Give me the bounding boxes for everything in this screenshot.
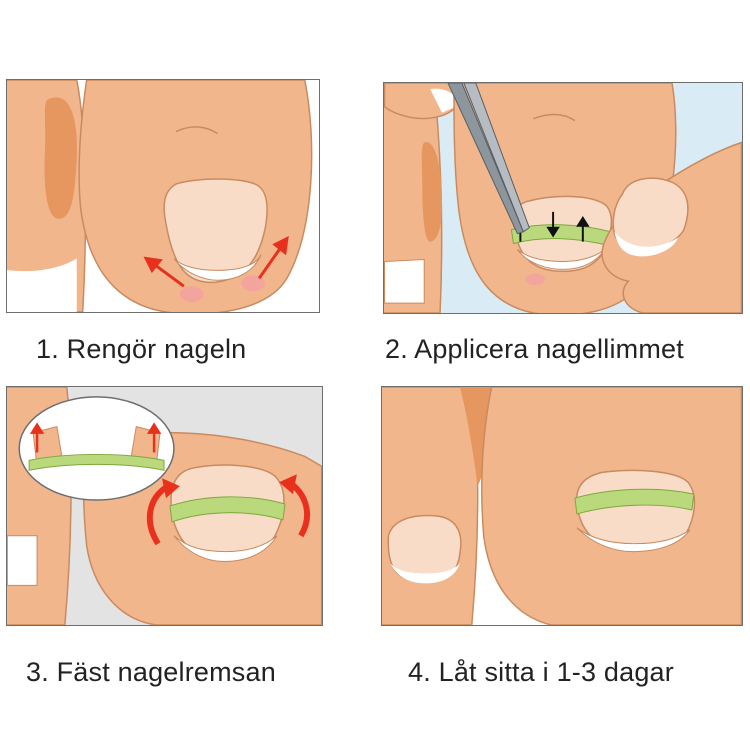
toe-wrinkle xyxy=(532,113,576,122)
redness xyxy=(525,273,546,286)
left-toe-tip xyxy=(7,258,77,312)
step-2-illustration xyxy=(383,82,743,314)
fingernail xyxy=(612,177,689,250)
left-toe-nail xyxy=(44,97,77,219)
step-1-illustration xyxy=(6,79,320,313)
step-3-drawing xyxy=(7,387,322,625)
step-1-caption: 1. Rengör nageln xyxy=(36,334,247,364)
nail xyxy=(163,178,268,284)
step-1-drawing xyxy=(7,80,313,312)
curved-red-arrow-icon xyxy=(279,474,310,538)
nail-tip xyxy=(173,254,262,281)
left-nail-tip xyxy=(390,563,460,584)
step-4-illustration xyxy=(381,386,743,626)
step-2-caption: 2. Applicera nagellimmet xyxy=(385,334,684,364)
curved-red-arrow-icon xyxy=(146,478,180,546)
nail-strip xyxy=(169,496,286,523)
holding-finger-nail xyxy=(430,88,460,113)
left-nail-tip xyxy=(7,535,38,586)
fingernail-tip xyxy=(614,231,678,257)
red-arrow-icon xyxy=(29,422,162,453)
tweezers-icon xyxy=(447,83,530,235)
redness-left xyxy=(179,286,204,303)
nail-tip xyxy=(173,535,278,563)
inset-detail xyxy=(18,396,175,501)
nail-tip xyxy=(576,527,691,553)
red-arrow-icon xyxy=(143,256,185,288)
step-4-drawing xyxy=(382,387,742,625)
nail-strip xyxy=(574,488,695,515)
left-toe-nail xyxy=(421,142,443,242)
left-toe xyxy=(382,387,479,625)
step-2-drawing xyxy=(384,83,742,313)
toe-wrinkle xyxy=(175,126,218,135)
step-3-illustration xyxy=(6,386,323,626)
step-4-caption: 4. Låt sitta i 1-3 dagar xyxy=(408,657,674,687)
redness-right xyxy=(241,275,266,292)
red-arrow-icon xyxy=(257,236,289,280)
step-3-caption: 3. Fäst nagelremsan xyxy=(26,657,276,687)
inset-strip xyxy=(28,453,165,471)
left-nail-tip xyxy=(384,258,425,304)
